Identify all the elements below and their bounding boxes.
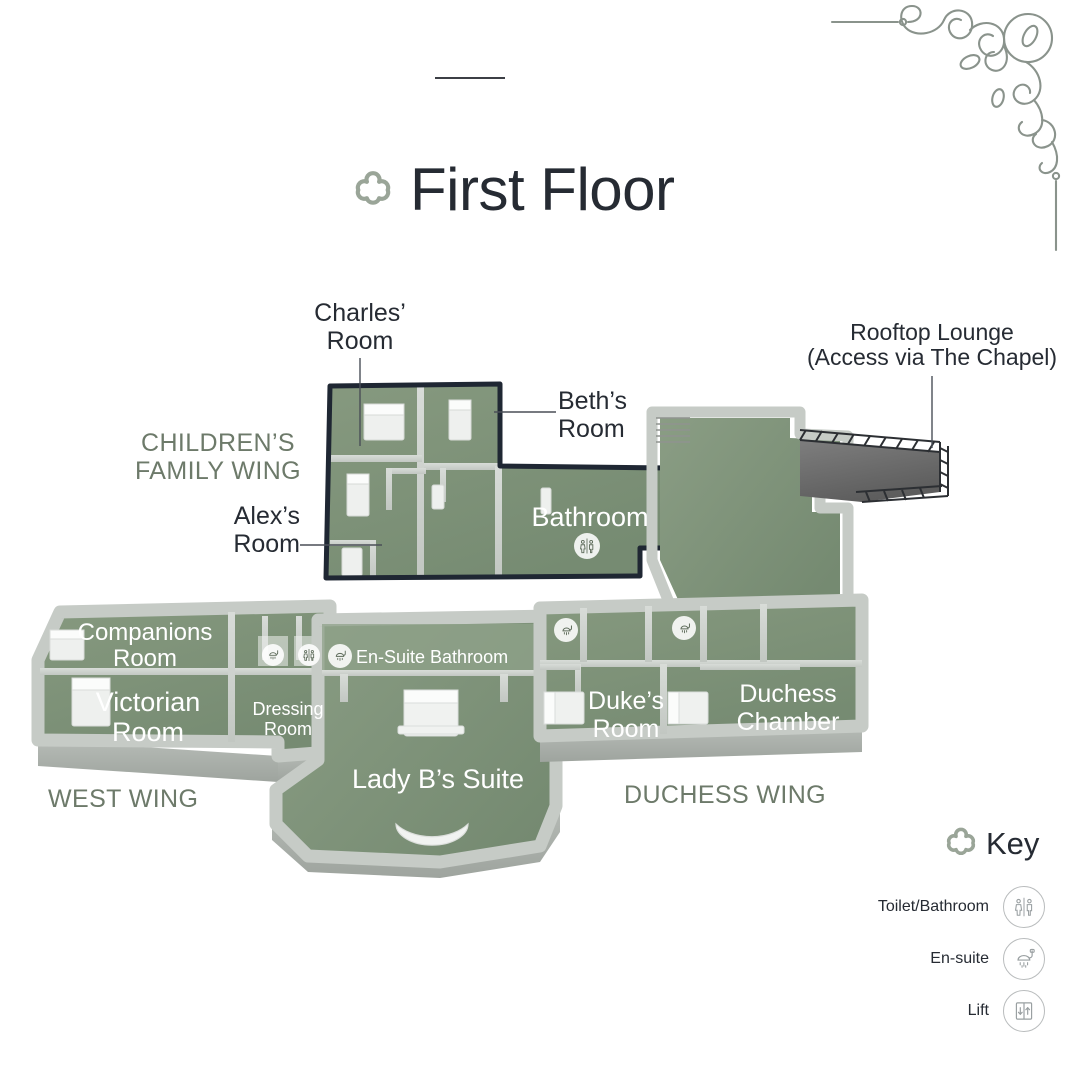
toilet-icon-key xyxy=(1003,886,1045,928)
toilet-icon-west xyxy=(298,644,320,666)
key-item-toilet-bathroom: Toilet/Bathroom xyxy=(795,886,1045,928)
ornamental-scroll-icon xyxy=(830,4,1061,252)
key-heading: Key xyxy=(944,826,1039,860)
room-label-duchess-chamber: Duchess Chamber xyxy=(736,680,840,736)
callout-charles-room: Charles’ Room xyxy=(314,299,406,355)
key-item-ensuite: En-suite xyxy=(795,938,1045,980)
room-label-companions-room: Companions Room xyxy=(77,619,213,673)
rooftop-terrace xyxy=(799,429,949,503)
key-title: Key xyxy=(986,825,1040,861)
key-label-toilet-bathroom: Toilet/Bathroom xyxy=(877,898,989,915)
wing-label-west: WEST WING xyxy=(48,785,199,813)
room-label-bathroom: Bathroom xyxy=(531,502,649,532)
shower-icon-duchess xyxy=(672,616,696,640)
room-label-ensuite-bathroom: En-Suite Bathroom xyxy=(356,647,509,667)
shower-icon-west-1 xyxy=(262,644,284,666)
duchess-wing-block xyxy=(533,593,869,762)
room-label-lady-b-suite: Lady B’s Suite xyxy=(351,764,525,794)
children-wing-block xyxy=(323,381,675,581)
room-label-dressing-room: Dressing Room xyxy=(252,699,324,739)
key-label-ensuite: En-suite xyxy=(930,950,989,967)
quatrefoil-icon xyxy=(355,171,391,205)
quatrefoil-icon-key xyxy=(946,827,976,855)
wing-label-duchess: DUCHESS WING xyxy=(624,781,827,809)
page-title-row: First Floor xyxy=(352,160,675,220)
key-label-lift: Lift xyxy=(967,1002,989,1019)
page-title: First Floor xyxy=(410,156,675,223)
toilet-icon xyxy=(574,533,600,559)
wing-label-children: CHILDREN’S FAMILY WING xyxy=(135,429,301,485)
callout-alexs-room: Alex’s Room xyxy=(233,502,300,558)
shower-icon-dukes xyxy=(554,618,578,642)
lift-icon-key xyxy=(1003,990,1045,1032)
shower-icon-ensuite xyxy=(328,644,352,668)
callout-leader-lines xyxy=(300,358,933,546)
key-item-lift: Lift xyxy=(795,990,1045,1032)
callout-beths-room: Beth’s Room xyxy=(558,387,628,443)
shower-icon-key xyxy=(1003,938,1045,980)
top-divider-rule xyxy=(435,77,505,79)
room-label-victorian-room: Victorian Room xyxy=(95,687,201,747)
room-label-dukes-room: Duke’s Room xyxy=(588,687,664,743)
callout-rooftop-lounge: Rooftop Lounge (Access via The Chapel) xyxy=(806,319,1058,371)
lady-b-suite-block xyxy=(269,609,563,878)
